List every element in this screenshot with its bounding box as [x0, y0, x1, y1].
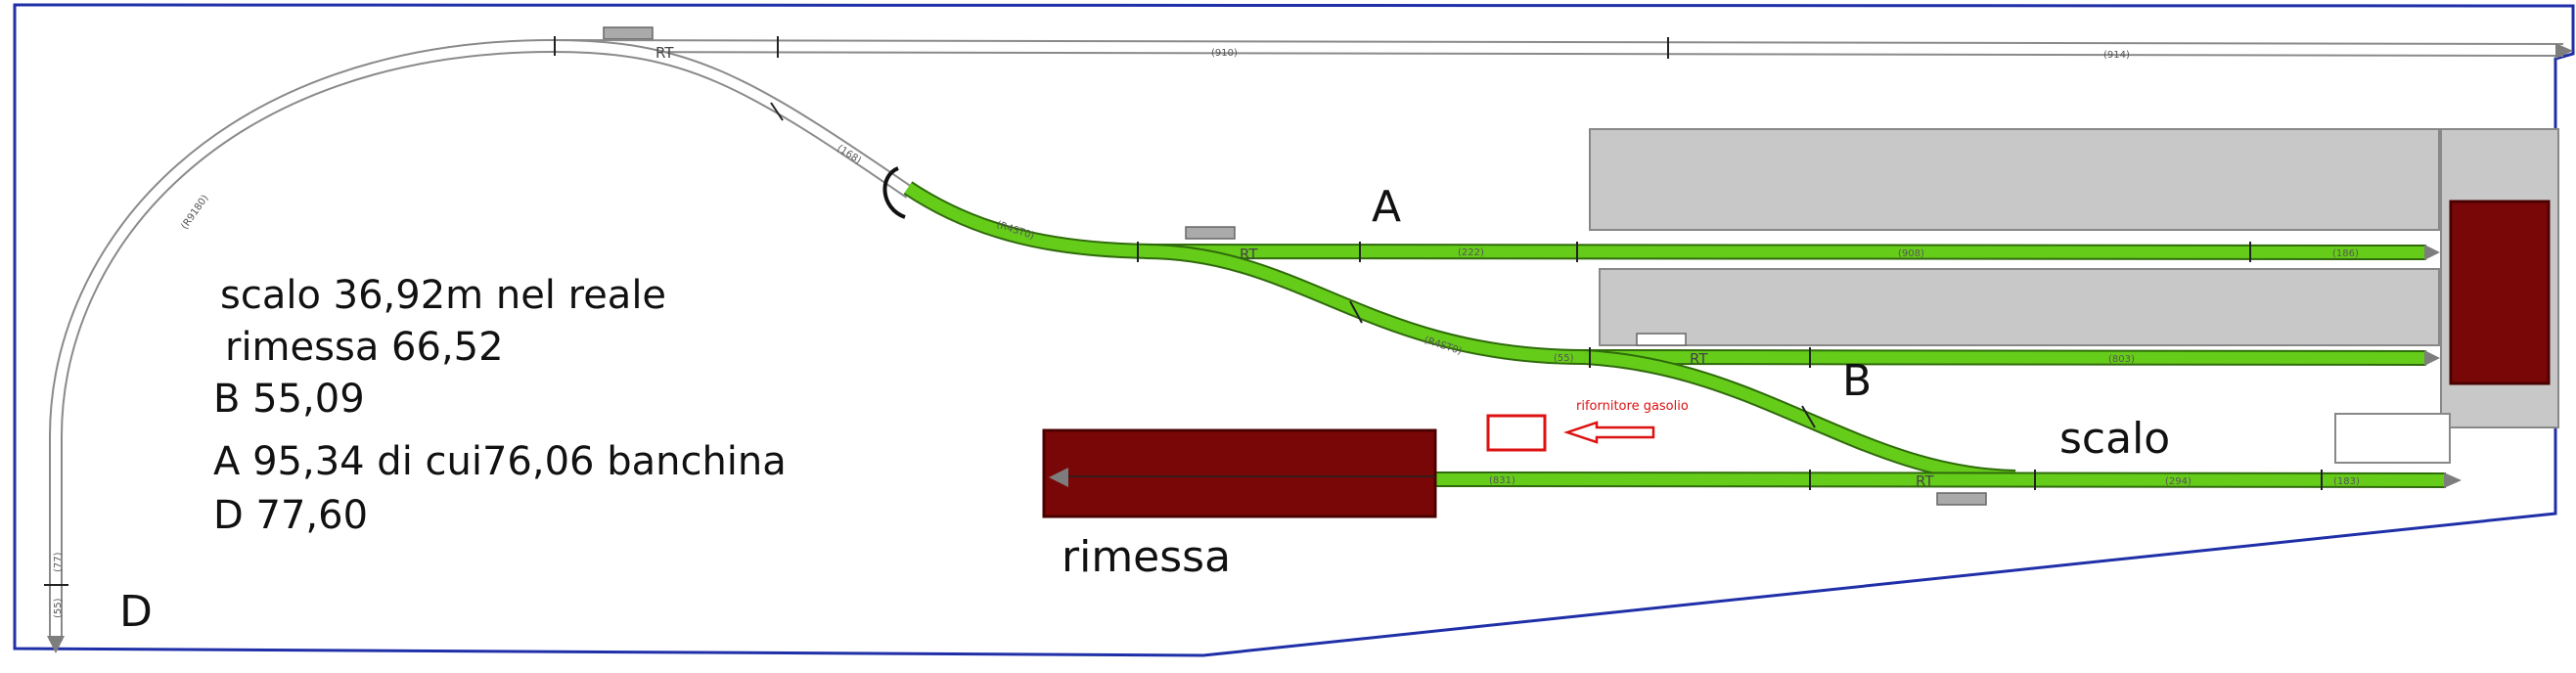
platform-a [1589, 128, 2440, 231]
info-line-rimessa: rimessa 66,52 [225, 325, 504, 370]
signal-box-a [1185, 226, 1236, 240]
code-803: (803) [2108, 354, 2135, 365]
code-914: (914) [2103, 50, 2130, 61]
rimessa-building [1042, 428, 1437, 518]
track-connector [552, 39, 914, 199]
code-d-left: (55) [53, 598, 64, 618]
label-track-a: A [1372, 182, 1401, 232]
arrow-a-end [2424, 245, 2440, 260]
station-annex [2334, 413, 2451, 464]
rt-a: RT [1240, 246, 1258, 263]
signal-box-top [603, 26, 654, 40]
code-186: (186) [2332, 248, 2359, 259]
turntable-bracket [882, 166, 906, 219]
signal-box-scalo [1936, 492, 1987, 506]
fuel-station-box [1486, 414, 1547, 452]
info-line-a: A 95,34 di cui76,06 banchina [213, 439, 787, 484]
info-line-d: D 77,60 [213, 493, 368, 538]
info-line-b: B 55,09 [213, 377, 365, 422]
code-910: (910) [1211, 48, 1238, 59]
fuel-note: rifornitore gasolio [1576, 399, 1689, 414]
green-tracks [903, 181, 2447, 488]
rt-scalo: RT [1916, 472, 1934, 490]
info-line-scalo: scalo 36,92m nel reale [220, 273, 666, 318]
track-top [552, 39, 2573, 59]
label-track-d: D [119, 587, 153, 637]
code-294: (294) [2165, 476, 2192, 487]
code-d-left2: (77) [53, 552, 64, 572]
rimessa-track [1049, 468, 1435, 487]
fuel-arrow [1563, 421, 1655, 444]
platform-b [1599, 268, 2440, 346]
rt-top: RT [655, 44, 674, 62]
code-curve-left: (R9180) [179, 193, 210, 231]
label-rimessa: rimessa [1062, 532, 1231, 582]
arrow-b-end [2424, 350, 2440, 366]
code-183: (183) [2333, 476, 2360, 487]
code-222: (222) [1458, 247, 1484, 258]
label-track-b: B [1842, 356, 1872, 406]
label-scalo: scalo [2059, 414, 2170, 464]
station-building [2449, 200, 2551, 385]
code-55: (55) [1554, 353, 1574, 364]
arrow-scalo-end [2444, 472, 2462, 488]
code-831: (831) [1489, 475, 1515, 486]
segment-ticks [44, 36, 2323, 586]
info-block: scalo 36,92m nel reale rimessa 66,52 B 5… [213, 273, 787, 538]
track-d-curve [47, 39, 554, 653]
signal-box-b [1636, 333, 1687, 346]
rt-b: RT [1690, 350, 1708, 368]
code-908: (908) [1898, 248, 1924, 259]
